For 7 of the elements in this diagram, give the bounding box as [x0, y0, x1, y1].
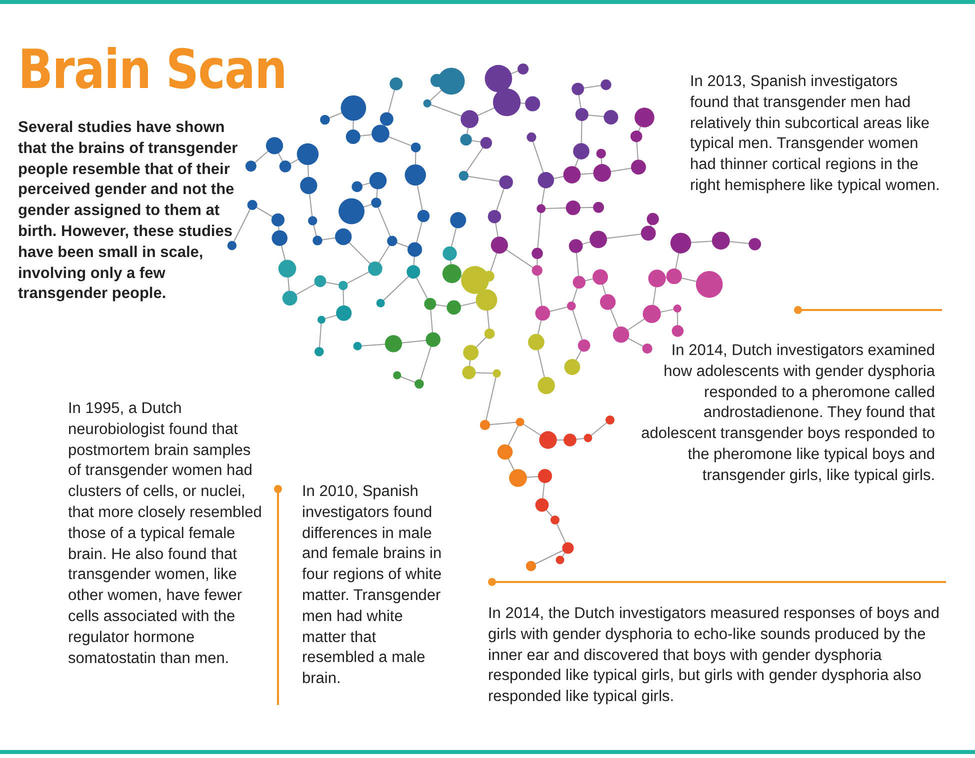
title: Brain Scan	[18, 40, 286, 100]
study-note: In 2013, Spanish investigators found that transgender men had relatively thin subcortical areas like typical men. Transgender women had thinner cortical regions in the right hemisphere like typical women.	[690, 72, 940, 196]
study-note: In 2010, Spanish investigators found differences in male and female brains in four regions of white matter. Transgender men had white matter that resembled a male brain.	[302, 482, 443, 690]
intro-paragraph: Several studies have shown that the brains of transgender people resemble that of their perceived gender and not the gender assigned to them at birth. However, these studies have been small in scale, involving only a few transgender people.	[18, 118, 239, 304]
study-note: In 2014, the Dutch investigators measured responses of boys and girls with gender dysphoria to echo-like sounds produced by the inner ear and discovered that boys with gender dysphoria responded like typical girls, but girls with gender dysphoria also responded like typical girls.	[488, 604, 940, 708]
study-note: In 1995, a Dutch neurobiologist found that postmortem brain samples of transgender women had clusters of cells, or nuclei, that more closely resembled those of a typical female brain. He also found that transgender women, like other women, have fewer cells associated with the regulator hormone somatostatin than men.	[68, 399, 263, 669]
study-note: In 2014, Dutch investigators examined how adolescents with gender dysphoria responded to a pheromone called androstadienone. They found that adolescent transgender boys responded to the pheromone like typical boys and transgender girls, like typical girls.	[640, 341, 935, 486]
